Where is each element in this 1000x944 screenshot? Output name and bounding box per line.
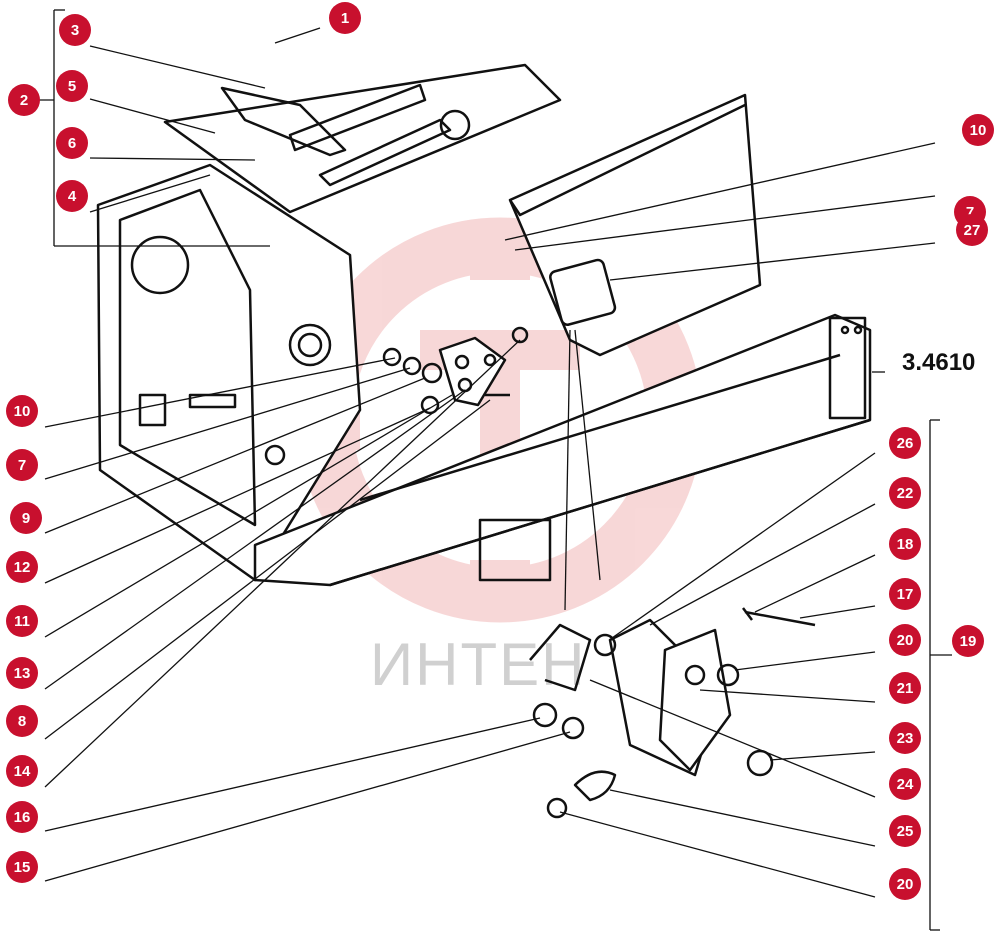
guide-rail [253, 313, 872, 587]
callout-badge [56, 127, 88, 159]
callout-number: 12 [14, 559, 31, 576]
callout-number: 4 [68, 188, 77, 205]
callout-badge [889, 477, 921, 509]
callout-5: 5 [56, 70, 88, 102]
callout-number: 6 [68, 135, 76, 152]
callout-17: 17 [889, 578, 921, 610]
callout-badge [889, 528, 921, 560]
side-panel [508, 93, 762, 357]
callout-badge [8, 84, 40, 116]
callout-badge [10, 502, 42, 534]
callout-number: 8 [18, 713, 26, 730]
callout-number: 2 [20, 92, 28, 109]
callout-number: 21 [897, 680, 914, 697]
callout-12: 12 [6, 551, 38, 583]
top-cover-plate [163, 63, 562, 214]
callout-number: 9 [22, 510, 30, 527]
callout-number: 20 [897, 876, 914, 893]
callout-badge [6, 605, 38, 637]
callout-number: 27 [964, 222, 981, 239]
callout-20: 20 [889, 624, 921, 656]
callout-number: 1 [341, 10, 349, 27]
callout-number: 7 [18, 457, 26, 474]
callout-number: 26 [897, 435, 914, 452]
callout-24: 24 [889, 768, 921, 800]
callout-badge [962, 114, 994, 146]
callout-4: 4 [56, 180, 88, 212]
main-housing [96, 163, 362, 582]
callout-15: 15 [6, 851, 38, 883]
callout-number: 16 [14, 809, 31, 826]
callout-number: 10 [14, 403, 31, 420]
callout-19: 19 [952, 625, 984, 657]
callout-3: 3 [59, 14, 91, 46]
callout-number: 22 [897, 485, 914, 502]
callout-22: 22 [889, 477, 921, 509]
callout-badge [56, 180, 88, 212]
callout-badge [952, 625, 984, 657]
callout-number: 5 [68, 78, 76, 95]
callout-badge [6, 395, 38, 427]
callout-10: 10 [6, 395, 38, 427]
callout-6: 6 [56, 127, 88, 159]
callout-8: 8 [6, 705, 38, 737]
callout-number: 14 [14, 763, 31, 780]
latch-assembly [529, 607, 816, 819]
callout-badge [6, 449, 38, 481]
callout-badge [59, 14, 91, 46]
callout-badge [889, 768, 921, 800]
callout-27: 27 [956, 214, 988, 246]
callout-13: 13 [6, 657, 38, 689]
callout-badge [889, 868, 921, 900]
callout-badge [889, 624, 921, 656]
callout-badge [889, 672, 921, 704]
callout-9: 9 [10, 502, 42, 534]
callout-badge [6, 801, 38, 833]
callout-number: 10 [970, 122, 987, 139]
assembly-group-number: 3.4610 [902, 349, 975, 376]
callout-badge [889, 427, 921, 459]
callout-badge [889, 578, 921, 610]
callout-badge [889, 815, 921, 847]
callout-badge [6, 551, 38, 583]
callout-14: 14 [6, 755, 38, 787]
machine-drawing [96, 63, 872, 819]
callout-number: 25 [897, 823, 914, 840]
callout-number: 19 [960, 633, 977, 650]
callout-badge [6, 755, 38, 787]
callout-25: 25 [889, 815, 921, 847]
callout-21: 21 [889, 672, 921, 704]
callout-number: 18 [897, 536, 914, 553]
callout-badge [6, 705, 38, 737]
callout-1: 1 [329, 2, 361, 34]
callout-badge [56, 70, 88, 102]
callout-number: 24 [897, 776, 914, 793]
callout-badges: 1325641072710791211138141615262218172021… [6, 2, 994, 900]
callout-number: 11 [14, 613, 30, 630]
callout-number: 20 [897, 632, 914, 649]
callout-11: 11 [6, 605, 38, 637]
callout-number: 7 [966, 204, 974, 221]
callout-26: 26 [889, 427, 921, 459]
callout-7: 7 [6, 449, 38, 481]
callout-number: 13 [14, 665, 31, 682]
callout-23: 23 [889, 722, 921, 754]
leader-lines [32, 9, 952, 931]
callout-number: 3 [71, 22, 79, 39]
callout-number: 15 [14, 859, 31, 876]
callout-18: 18 [889, 528, 921, 560]
callout-20: 20 [889, 868, 921, 900]
callout-badge [956, 214, 988, 246]
callout-number: 17 [897, 586, 914, 603]
callout-10: 10 [962, 114, 994, 146]
callout-number: 23 [897, 730, 914, 747]
callout-2: 2 [8, 84, 40, 116]
watermark-text: ИНТЕН [370, 631, 586, 698]
callout-16: 16 [6, 801, 38, 833]
callout-badge [889, 722, 921, 754]
callout-badge [6, 851, 38, 883]
callout-badge [6, 657, 38, 689]
callout-badge [329, 2, 361, 34]
